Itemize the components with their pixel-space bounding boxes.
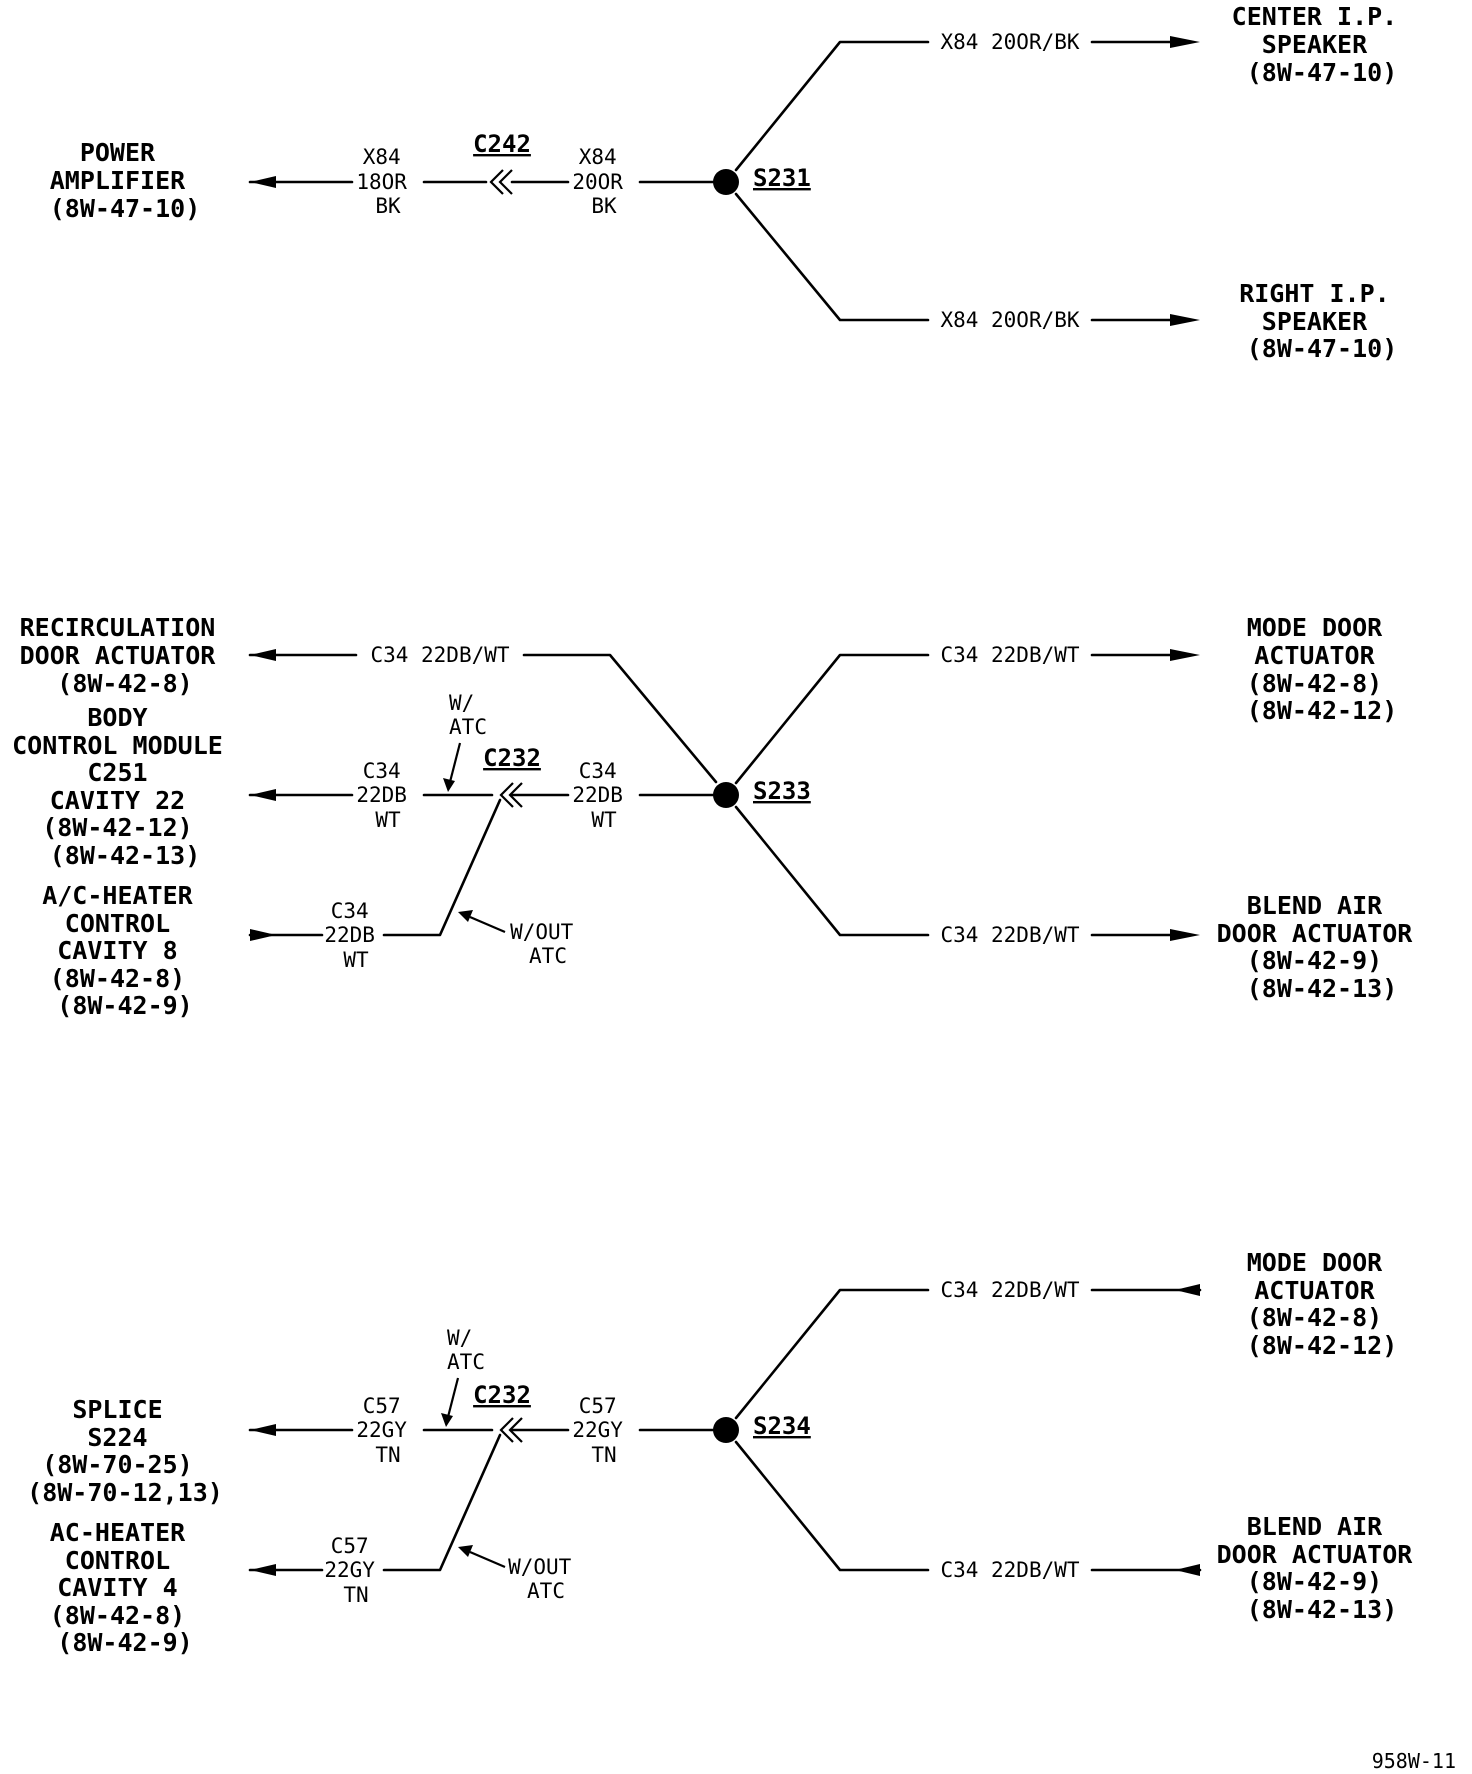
arrow-to-mode-door [1170,649,1200,661]
wire-label-c34-top: C34 22DB/WT [940,643,1079,667]
arrow-to-bcm [250,789,276,801]
without-atc-arrowhead-2 [458,1545,473,1557]
mode-door-actuator-label-2: MODE DOOR ACTUATOR (8W-42-8) (8W-42-12) [1247,1248,1398,1360]
connector-c232-symbol [499,782,523,808]
mode-door-actuator-label: MODE DOOR ACTUATOR (8W-42-8) (8W-42-12) [1247,613,1398,725]
arrow-from-blend-air [1175,1564,1200,1576]
with-atc-arrowhead-2 [441,1413,453,1427]
connector-c242-symbol [489,169,513,195]
without-atc-label-2: W/OUT ATC [508,1555,584,1603]
ac-heater-control-cavity8-label: A/C-HEATER CONTROL CAVITY 8 (8W-42-8) (8… [42,881,208,1020]
wire-label-x84-20or: X84 20OR BK [572,145,635,218]
splice-s224-label: SPLICE S224 (8W-70-25) (8W-70-12,13) [27,1395,223,1507]
arrow-to-ac-heater-cavity4 [250,1564,276,1576]
wire-label-c34-mid: C34 22DB WT [572,759,635,832]
section-3-hvac-c57: SPLICE S224 (8W-70-25) (8W-70-12,13) AC-… [27,1248,1428,1657]
wire-x84-top [734,40,1177,172]
wire-c34-top [734,653,1177,785]
wire-label-c57-left: C57 22GY TN [356,1394,419,1467]
arrow-to-blend-air [1170,929,1200,941]
arrow-to-recirc [250,649,276,661]
with-atc-pointer [448,742,462,783]
body-control-module-label: BODY CONTROL MODULE C251 CAVITY 22 (8W-4… [12,703,238,870]
connector-c232-symbol-2 [499,1417,523,1443]
wire-label-c34-bottom: C34 22DB/WT [940,923,1079,947]
wire-label-c34-ac-heater: C34 22DB WT [324,899,387,972]
wire-label-x84-18or: X84 18OR BK [356,145,419,218]
wire-c34-bottom [734,805,1177,937]
section-2-hvac-c34: RECIRCULATION DOOR ACTUATOR (8W-42-8) BO… [12,613,1428,1020]
section-1-audio: POWER AMPLIFIER (8W-47-10) CENTER I.P. S… [50,2,1413,363]
ac-heater-control-cavity4-label: AC-HEATER CONTROL CAVITY 4 (8W-42-8) (8W… [50,1518,201,1657]
splice-s233-label: S233 [753,777,811,805]
connector-c242-label: C242 [473,130,531,158]
center-ip-speaker-label: CENTER I.P. SPEAKER (8W-47-10) [1232,2,1413,87]
arrow-to-ac-heater [250,929,276,941]
wire-label-c34-blend-air-2: C34 22DB/WT [940,1558,1079,1582]
figure-reference: 958W-11 [1372,1749,1456,1773]
wire-label-c34-mode-door-2: C34 22DB/WT [940,1278,1079,1302]
power-amplifier-label: POWER AMPLIFIER (8W-47-10) [50,138,201,223]
splice-s231-label: S231 [753,164,811,192]
without-atc-pointer [469,915,506,934]
with-atc-pointer-2 [446,1377,460,1418]
arrow-to-power-amplifier [250,176,276,188]
connector-c232-label: C232 [483,744,541,772]
connector-c232-label-2: C232 [473,1381,531,1409]
wire-label-x84-top: X84 20OR/BK [940,30,1079,54]
wire-label-c34-recirc: C34 22DB/WT [370,643,509,667]
without-atc-arrowhead [458,910,473,922]
splice-s231-dot [713,169,739,195]
without-atc-pointer-2 [469,1550,506,1569]
arrow-to-right-speaker [1170,314,1200,326]
wire-c34-blend-air-2 [734,1440,1202,1572]
wire-label-c34-bcm: C34 22DB WT [356,759,419,832]
without-atc-label: W/OUT ATC [510,920,586,968]
blend-air-door-actuator-label: BLEND AIR DOOR ACTUATOR (8W-42-9) (8W-42… [1217,891,1428,1003]
arrow-from-mode-door [1175,1284,1200,1296]
wire-label-x84-bottom: X84 20OR/BK [940,308,1079,332]
wire-label-c57-mid: C57 22GY TN [572,1394,635,1467]
blend-air-door-actuator-label-2: BLEND AIR DOOR ACTUATOR (8W-42-9) (8W-42… [1217,1512,1428,1624]
arrow-to-splice-s224 [250,1424,276,1436]
with-atc-label-2: W/ ATC [447,1326,485,1374]
splice-s234-dot [713,1417,739,1443]
arrow-to-center-speaker [1170,36,1200,48]
with-atc-arrowhead [443,778,455,792]
recirculation-door-actuator-label: RECIRCULATION DOOR ACTUATOR (8W-42-8) [20,613,231,698]
wire-label-c57-ac-heater: C57 22GY TN [324,1534,387,1607]
splice-s234-label: S234 [753,1412,811,1440]
wire-c34-mode-door-2 [734,1288,1202,1420]
right-ip-speaker-label: RIGHT I.P. SPEAKER (8W-47-10) [1239,279,1405,363]
with-atc-label: W/ ATC [449,691,487,739]
splice-s233-dot [713,782,739,808]
wire-x84-bottom [734,192,1177,322]
